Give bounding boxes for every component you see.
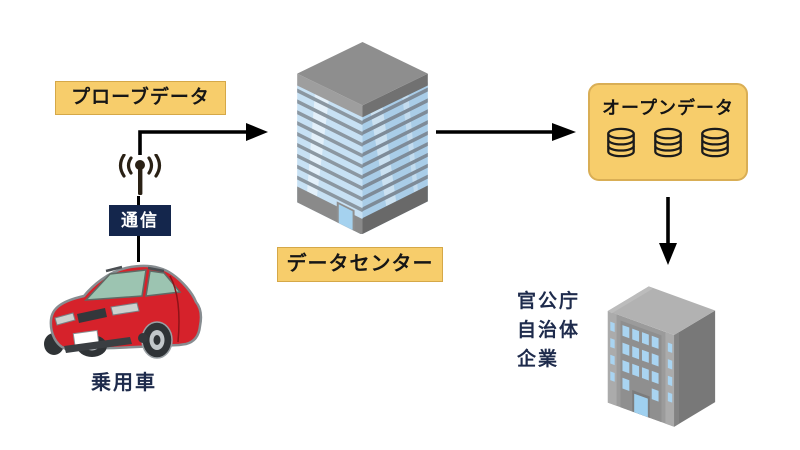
recipients-label: 官公庁 自治体 企業 (517, 287, 580, 374)
arrow-probe-to-datacenter-icon (138, 123, 268, 155)
probe-data-label: プローブデータ (55, 81, 226, 115)
government-building-icon (607, 286, 716, 427)
database-icon (654, 127, 682, 158)
open-data-label: オープンデータ (602, 98, 734, 118)
database-icon (701, 127, 729, 158)
passenger-car-icon (44, 264, 203, 359)
recipient-line-company: 企業 (517, 349, 560, 370)
radio-antenna-icon (118, 154, 162, 195)
arrow-datacenter-to-opendata-icon (436, 123, 576, 141)
data-center-building-icon (297, 41, 428, 234)
recipient-line-government: 官公庁 (517, 291, 581, 312)
database-icons-row (604, 127, 732, 159)
arrow-opendata-to-recipients-icon (659, 197, 677, 265)
communication-label: 通信 (109, 205, 171, 236)
passenger-car-label: 乗用車 (91, 372, 157, 394)
data-center-label: データセンター (277, 247, 443, 282)
recipient-line-municipality: 自治体 (517, 320, 581, 341)
open-data-panel: オープンデータ (588, 83, 748, 181)
database-icon (607, 127, 635, 158)
